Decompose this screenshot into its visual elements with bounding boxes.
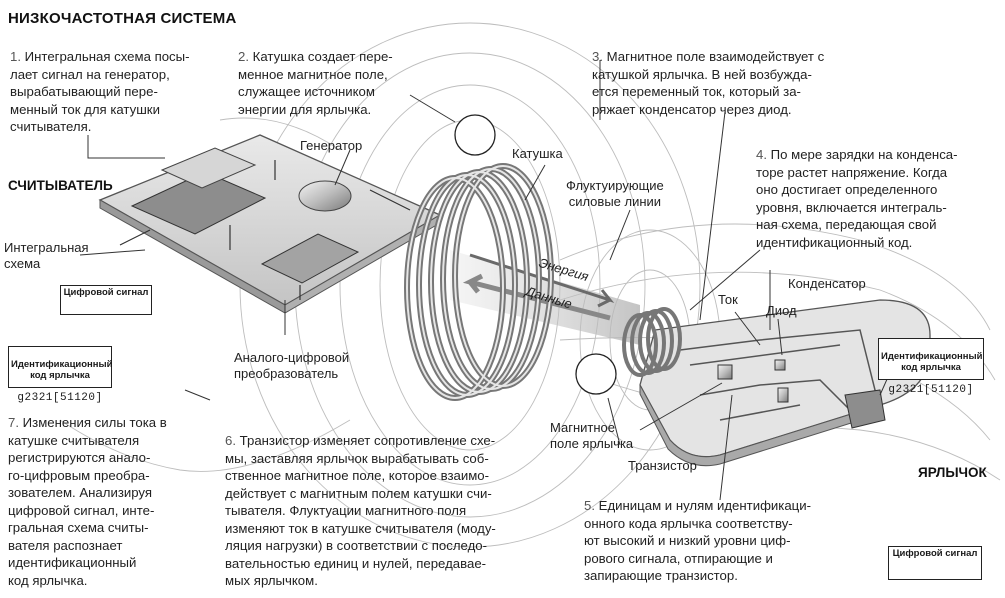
label-flux-lines: Флуктуирующие силовые линии (566, 178, 664, 209)
badge-id-code-reader-value: g2321[51120] (17, 392, 103, 404)
badge-id-code-reader-title: Идентификационный код ярлычка (11, 359, 113, 381)
data-arrow (462, 273, 611, 321)
label-coil: Катушка (512, 146, 563, 161)
step-1-text: Интегральная схема посы- лает сигнал на … (10, 49, 190, 134)
step-1-number: 1. (10, 49, 21, 64)
step-2-text: Катушка создает пере- менное магнитное п… (238, 49, 393, 117)
step-6: 6. Транзистор изменяет сопротивление схе… (225, 432, 496, 590)
badge-id-code-tag-title: Идентификационный код ярлычка (881, 351, 983, 373)
step-5: 5. Единицам и нулям идентификаци- онного… (584, 497, 811, 585)
label-current: Ток (718, 292, 738, 307)
step-7-text: Изменения силы тока в катушке считывател… (8, 415, 167, 588)
step-3: 3. Магнитное поле взаимодействует с кату… (592, 48, 824, 118)
label-ic: Интегральная схема (4, 240, 89, 271)
section-tag: ЯРЛЫЧОК (918, 465, 987, 480)
step-1: 1. Интегральная схема посы- лает сигнал … (10, 48, 190, 136)
badge-digital-signal-reader-label: Цифровой сигнал (63, 287, 149, 298)
step-3-number: 3. (592, 49, 603, 64)
step-6-number: 6. (225, 433, 236, 448)
label-diode: Диод (766, 303, 797, 318)
section-reader: СЧИТЫВАТЕЛЬ (8, 178, 113, 193)
label-generator: Генератор (300, 138, 363, 153)
page-title: НИЗКОЧАСТОТНАЯ СИСТЕМА (8, 10, 237, 27)
callout-circle-reader (454, 114, 496, 156)
step-4: 4. По мере зарядки на конденса- торе рас… (756, 146, 958, 251)
step-7: 7. Изменения силы тока в катушке считыва… (8, 414, 167, 589)
label-tag-field: Магнитное поле ярлычка (550, 420, 634, 451)
step-6-text: Транзистор изменяет сопротивление схе- м… (225, 433, 496, 588)
badge-id-code-reader: Идентификационный код ярлычка g2321[5112… (8, 346, 113, 404)
step-5-number: 5. (584, 498, 595, 513)
step-4-text: По мере зарядки на конденса- торе растет… (756, 147, 958, 250)
leader-lines (79, 60, 901, 501)
badge-digital-signal-reader: Цифровой сигнал (60, 285, 152, 315)
label-capacitor: Конденсатор (788, 276, 866, 291)
step-5-text: Единицам и нулям идентификаци- онного ко… (584, 498, 811, 583)
tag-body (639, 299, 931, 467)
step-7-number: 7. (8, 415, 19, 430)
energy-beam (450, 250, 640, 345)
badge-id-code-tag: Идентификационный код ярлычка g2321[5112… (878, 338, 984, 396)
tag-coil (622, 307, 682, 377)
badge-digital-signal-tag-label: Цифровой сигнал (892, 548, 978, 559)
step-2-number: 2. (238, 49, 249, 64)
badge-digital-signal-tag: Цифровой сигнал (888, 546, 982, 580)
badge-id-code-tag-value: g2321[51120] (888, 384, 974, 396)
step-4-number: 4. (756, 147, 767, 162)
label-transistor: Транзистор (628, 458, 697, 473)
reader-board (98, 134, 442, 314)
callout-circle-tag (575, 353, 617, 395)
step-2: 2. Катушка создает пере- менное магнитно… (238, 48, 393, 118)
label-adc: Аналого-цифровой преобразователь (234, 350, 350, 381)
step-3-text: Магнитное поле взаимодействует с катушко… (592, 49, 825, 117)
